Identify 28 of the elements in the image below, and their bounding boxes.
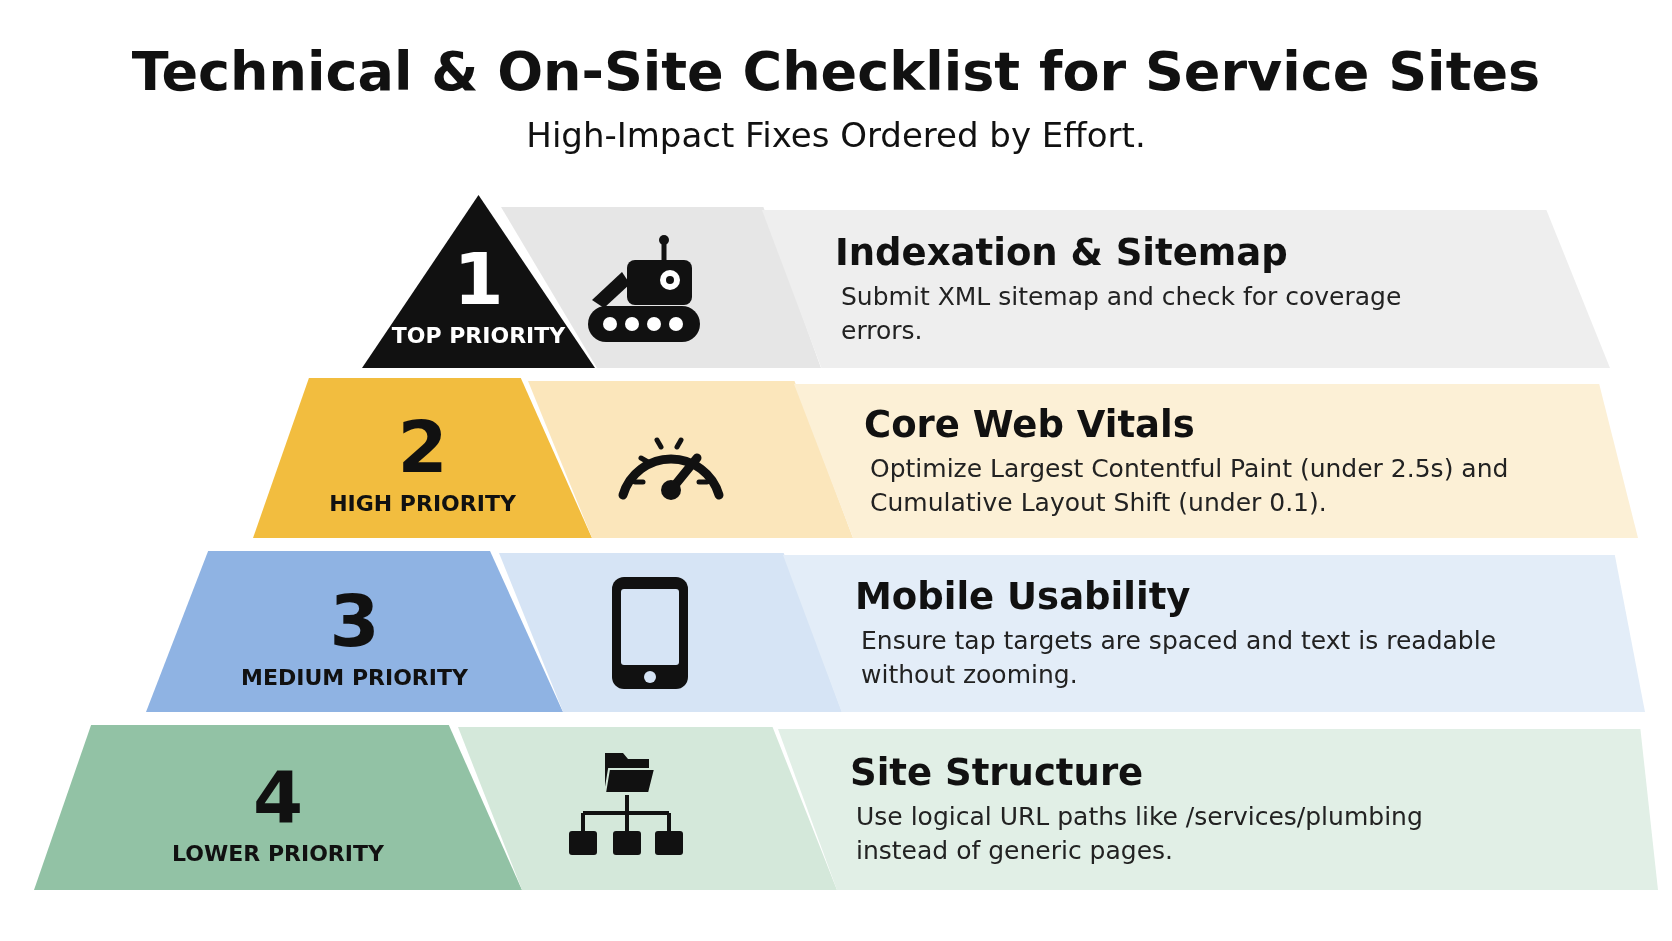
priority-number: 4 [252, 761, 304, 833]
item-heading: Core Web Vitals [864, 402, 1196, 446]
priority-number: 3 [329, 585, 380, 657]
item-description: Optimize Largest Contentful Paint (under 2.5s) and Cumulative Layout Shift (under 0.1). [870, 452, 1510, 519]
priority-number: 2 [397, 411, 448, 483]
checklist-band [794, 384, 1638, 538]
subtitle: High-Impact Fixes Ordered by Effort. [525, 115, 1147, 155]
item-description: Submit XML sitemap and check for coverage errors. [841, 280, 1403, 347]
priority-tier [34, 725, 522, 890]
icon-panel [499, 553, 842, 712]
item-heading: Mobile Usability [855, 575, 1192, 619]
priority-label: LOWER PRIORITY [172, 841, 384, 866]
checklist-band [762, 210, 1610, 368]
priority-number: 1 [453, 243, 504, 315]
icon-panel [458, 727, 837, 890]
priority-label: TOP PRIORITY [391, 323, 566, 348]
item-description: Use logical URL paths like /services/plumbing instead of generic pages. [856, 801, 1424, 867]
item-heading: Indexation & Sitemap [835, 230, 1289, 274]
checklist-band [783, 555, 1645, 712]
priority-label: MEDIUM PRIORITY [241, 665, 468, 690]
item-heading: Site Structure [850, 751, 1145, 795]
item-description: Ensure tap targets are spaced and text is readable without zooming. [861, 625, 1498, 691]
priority-tier [146, 551, 563, 712]
priority-tier [253, 378, 592, 538]
priority-label: HIGH PRIORITY [329, 491, 516, 516]
icon-panel [528, 381, 853, 538]
checklist-band [778, 729, 1658, 890]
title: Technical & On-Site Checklist for Service Sites [130, 40, 1542, 103]
